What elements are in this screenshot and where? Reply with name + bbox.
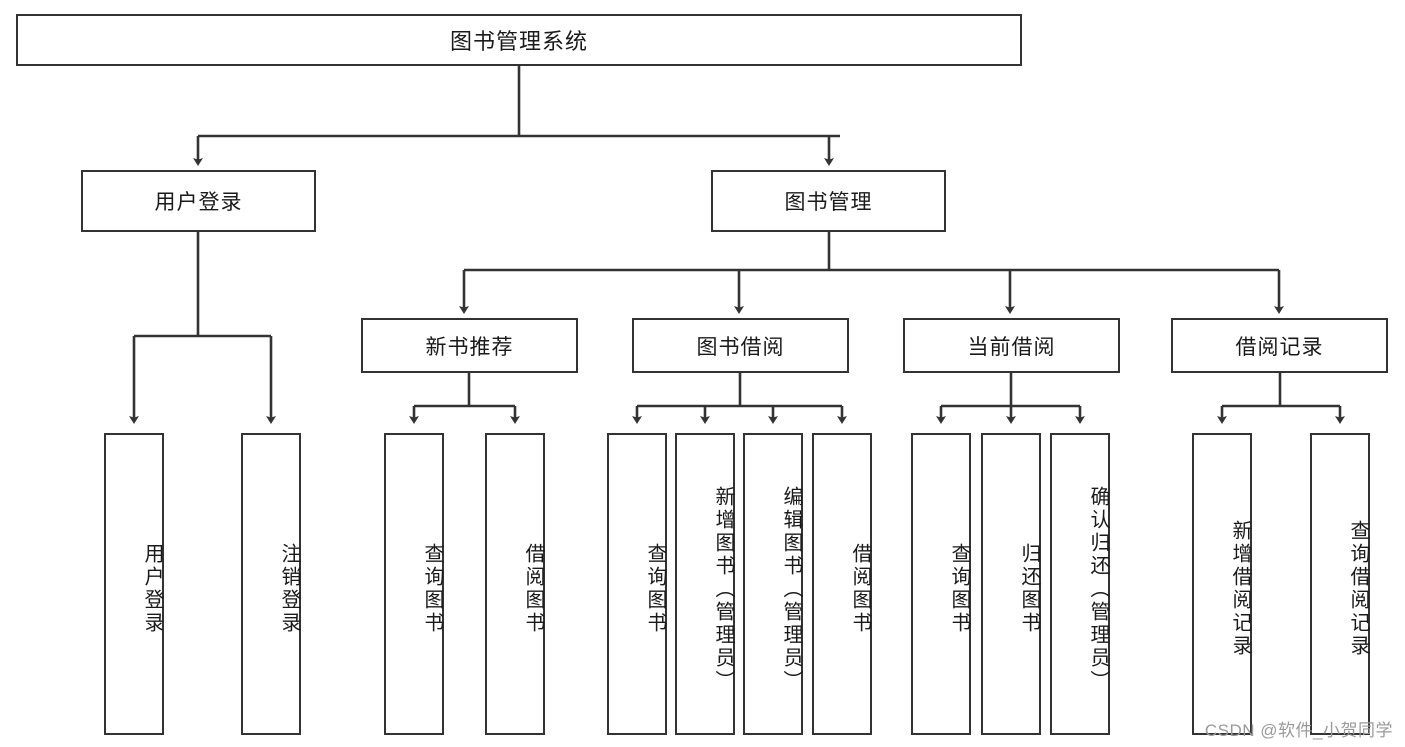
leaf-borrow-books-recommend[interactable]: 借阅图书: [485, 433, 545, 735]
leaf-query-books-borrowing[interactable]: 查询图书: [607, 433, 667, 735]
leaf-return-books[interactable]: 归还图书: [981, 433, 1041, 735]
node-label: 查询图书: [421, 543, 443, 635]
node-label: 图书借阅: [696, 335, 785, 359]
node-borrowing-records[interactable]: 借阅记录: [1171, 318, 1388, 373]
leaf-borrow-books[interactable]: 借阅图书: [812, 433, 872, 735]
node-label: 查询图书: [644, 543, 666, 635]
leaf-logout[interactable]: 注销登录: [241, 433, 301, 735]
node-new-book-recommendation[interactable]: 新书推荐: [361, 318, 578, 373]
node-current-borrowing[interactable]: 当前借阅: [903, 318, 1120, 373]
node-label: 当前借阅: [967, 335, 1056, 359]
leaf-user-login[interactable]: 用户登录: [104, 433, 164, 735]
leaf-add-borrowing-record[interactable]: 新增借阅记录: [1192, 433, 1252, 735]
node-book-management[interactable]: 图书管理: [711, 170, 946, 232]
node-label: 用户登录: [141, 543, 163, 635]
node-root-library-management-system[interactable]: 图书管理系统: [16, 14, 1022, 66]
node-user-login[interactable]: 用户登录: [81, 170, 316, 232]
node-label: 查询图书: [948, 543, 970, 635]
node-label: 图书管理系统: [449, 29, 588, 54]
node-label: 图书管理: [784, 191, 873, 214]
leaf-query-books-current[interactable]: 查询图书: [911, 433, 971, 735]
node-label: 确认归还（管理员）: [1087, 485, 1109, 693]
node-label: 借阅图书: [522, 543, 544, 635]
node-label: 注销登录: [278, 543, 300, 635]
node-label: 新增借阅记录: [1229, 520, 1251, 658]
leaf-query-borrowing-record[interactable]: 查询借阅记录: [1310, 433, 1370, 735]
node-label: 新书推荐: [425, 335, 514, 359]
leaf-confirm-return-admin[interactable]: 确认归还（管理员）: [1050, 433, 1110, 735]
node-label: 用户登录: [154, 191, 243, 214]
node-label: 借阅记录: [1235, 335, 1324, 359]
node-label: 新增图书（管理员）: [712, 485, 734, 693]
leaf-add-book-admin[interactable]: 新增图书（管理员）: [675, 433, 735, 735]
node-book-borrowing[interactable]: 图书借阅: [632, 318, 849, 373]
node-label: 借阅图书: [849, 543, 871, 635]
node-label: 编辑图书（管理员）: [780, 485, 802, 693]
node-label: 查询借阅记录: [1347, 520, 1369, 658]
node-label: 归还图书: [1018, 543, 1040, 635]
leaf-edit-book-admin[interactable]: 编辑图书（管理员）: [743, 433, 803, 735]
leaf-query-books-recommend[interactable]: 查询图书: [384, 433, 444, 735]
watermark: CSDN @软件_小贺同学: [1204, 721, 1393, 740]
